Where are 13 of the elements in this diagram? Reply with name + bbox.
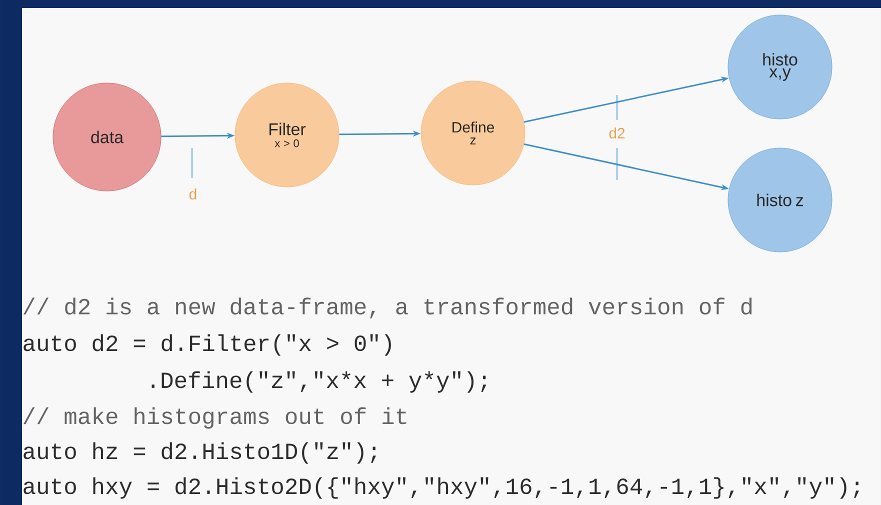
circle-node: data	[52, 82, 162, 192]
flow-label: d2	[609, 128, 625, 138]
circle-node: Filter x > 0	[234, 82, 340, 188]
circle-node: Define z	[420, 80, 526, 186]
code-comment: // d2 is a new data-frame, a transformed version of d	[24, 298, 752, 318]
flow-label: d	[189, 188, 196, 200]
code-comment: // make histograms out of it	[24, 407, 406, 429]
circle-node: histo z	[728, 148, 832, 252]
code-line: auto hz = d2.Histo1D("z");	[24, 442, 376, 464]
code-line: auto hxy = d2.Histo2D({"hxy","hxy",16,-1,1,64,-1,1},"x","y");	[24, 477, 860, 499]
code-line: .Define("z","x*x + y*y");	[152, 371, 486, 393]
code-line: auto d2 = d.Filter("x > 0")	[24, 334, 391, 356]
circle-node: histo x,y	[728, 14, 832, 120]
